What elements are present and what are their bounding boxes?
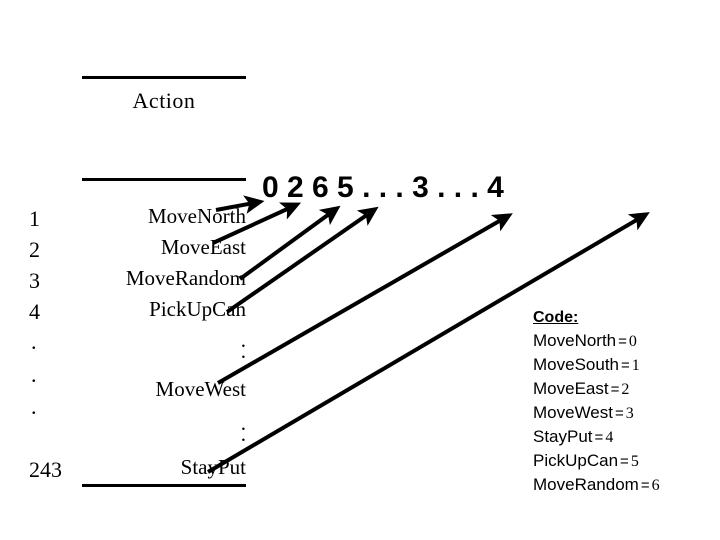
legend-equals: =: [594, 429, 604, 446]
arrow-movewest-to-3: [217, 213, 513, 385]
legend-value: 3: [625, 405, 634, 422]
ellipsis-dot: .: [240, 328, 246, 352]
ellipsis-dot: .: [240, 422, 246, 446]
legend-name: PickUpCan: [533, 451, 619, 470]
legend-value: 0: [628, 333, 637, 350]
ellipsis-dot: .: [240, 411, 246, 435]
ellipsis-dot: .: [240, 433, 246, 457]
row-index-3: 3: [29, 268, 40, 293]
legend-entry-movesouth: MoveSouth=1: [533, 353, 660, 377]
table-rule-middle: [82, 178, 246, 181]
legend-name: MoveWest: [533, 403, 613, 422]
action-moveeast: MoveEast: [160, 235, 246, 259]
legend-entry-pickupcan: PickUpCan=5: [533, 449, 660, 473]
ellipsis-dot: .: [240, 339, 246, 363]
legend-equals: =: [640, 477, 650, 494]
arrow-moverandom-to-6: [238, 205, 341, 281]
table-rule-bottom: [82, 484, 246, 487]
legend-entry-stayput: StayPut=4: [533, 425, 660, 449]
legend-entry-moveeast: MoveEast=2: [533, 377, 660, 401]
encoded-action-string: 0 2 6 5 . . . 3 . . . 4: [262, 171, 504, 204]
legend-name: MoveRandom: [533, 475, 639, 494]
legend-value: 4: [605, 429, 614, 446]
action-column-header: Action: [132, 88, 196, 113]
legend-name: MoveSouth: [533, 355, 619, 374]
legend-value: 6: [651, 477, 660, 494]
action-movenorth: MoveNorth: [148, 204, 246, 228]
legend-equals: =: [610, 381, 620, 398]
legend-entry-moverandom: MoveRandom=6: [533, 473, 660, 497]
row-index-243: 243: [29, 457, 62, 482]
row-index-ellipsis-2: .: [31, 362, 37, 387]
row-index-ellipsis-1: .: [31, 329, 37, 354]
action-movewest: MoveWest: [155, 377, 246, 401]
action-vertical-ellipsis-upper: . . .: [46, 328, 246, 374]
ellipsis-dot: .: [240, 350, 246, 374]
row-index-1: 1: [29, 206, 40, 231]
action-moverandom: MoveRandom: [125, 266, 246, 290]
legend-value: 1: [631, 357, 640, 374]
legend-name: StayPut: [533, 427, 593, 446]
legend-equals: =: [618, 333, 627, 350]
action-pickupcan: PickUpCan: [149, 297, 246, 321]
action-vertical-ellipsis-lower: . . .: [46, 411, 246, 457]
row-index-4: 4: [29, 299, 40, 324]
code-legend: Code: MoveNorth=0 MoveSouth=1 MoveEast=2…: [533, 305, 660, 497]
action-stayput: StayPut: [180, 455, 246, 479]
legend-entry-movewest: MoveWest=3: [533, 401, 660, 425]
legend-value: 5: [630, 453, 639, 470]
table-rule-top: [82, 76, 246, 79]
legend-entry-movenorth: MoveNorth=0: [533, 329, 660, 353]
row-index-2: 2: [29, 237, 40, 262]
legend-equals: =: [621, 357, 630, 374]
legend-equals: =: [620, 453, 629, 470]
row-index-ellipsis-3: .: [31, 394, 37, 419]
code-legend-title: Code:: [533, 309, 579, 326]
arrow-pickupcan-to-5: [225, 206, 379, 314]
legend-name: MoveNorth: [533, 331, 617, 350]
legend-name: MoveEast: [533, 379, 609, 398]
legend-value: 2: [621, 381, 630, 398]
legend-equals: =: [615, 405, 624, 422]
